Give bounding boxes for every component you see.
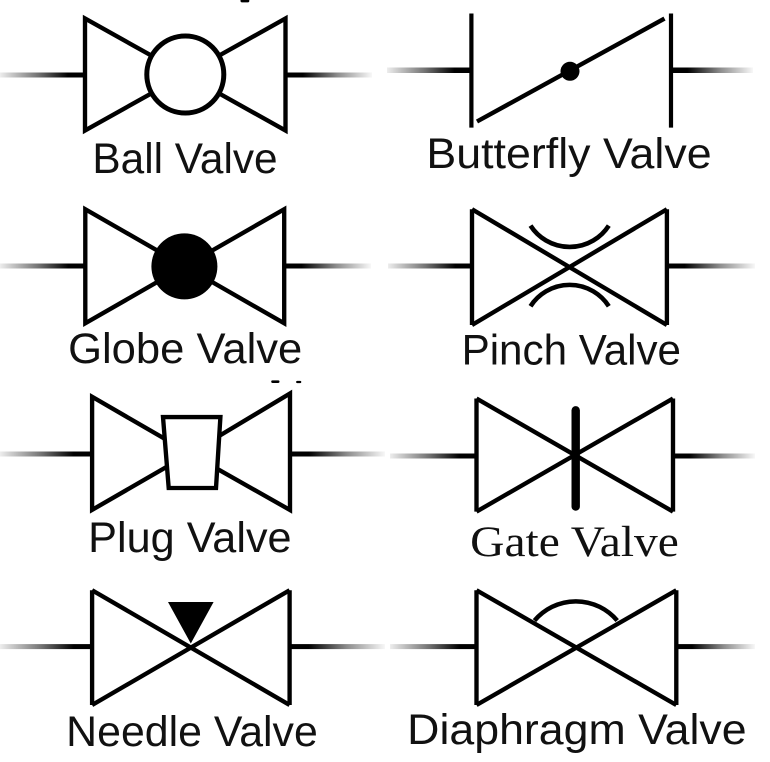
svg-text:Diaphragm Valve: Diaphragm Valve xyxy=(407,707,746,754)
svg-text:Plug Valve: Plug Valve xyxy=(88,515,291,562)
svg-text:Pinch Valve: Pinch Valve xyxy=(462,328,681,375)
svg-text:Gate Valve: Gate Valve xyxy=(470,518,679,566)
svg-text:Butterfly Valve: Butterfly Valve xyxy=(426,131,711,178)
svg-text:Ball Valve: Ball Valve xyxy=(92,136,277,183)
svg-text:Globe Valve: Globe Valve xyxy=(68,326,302,373)
svg-text:Needle Valve: Needle Valve xyxy=(66,709,318,756)
